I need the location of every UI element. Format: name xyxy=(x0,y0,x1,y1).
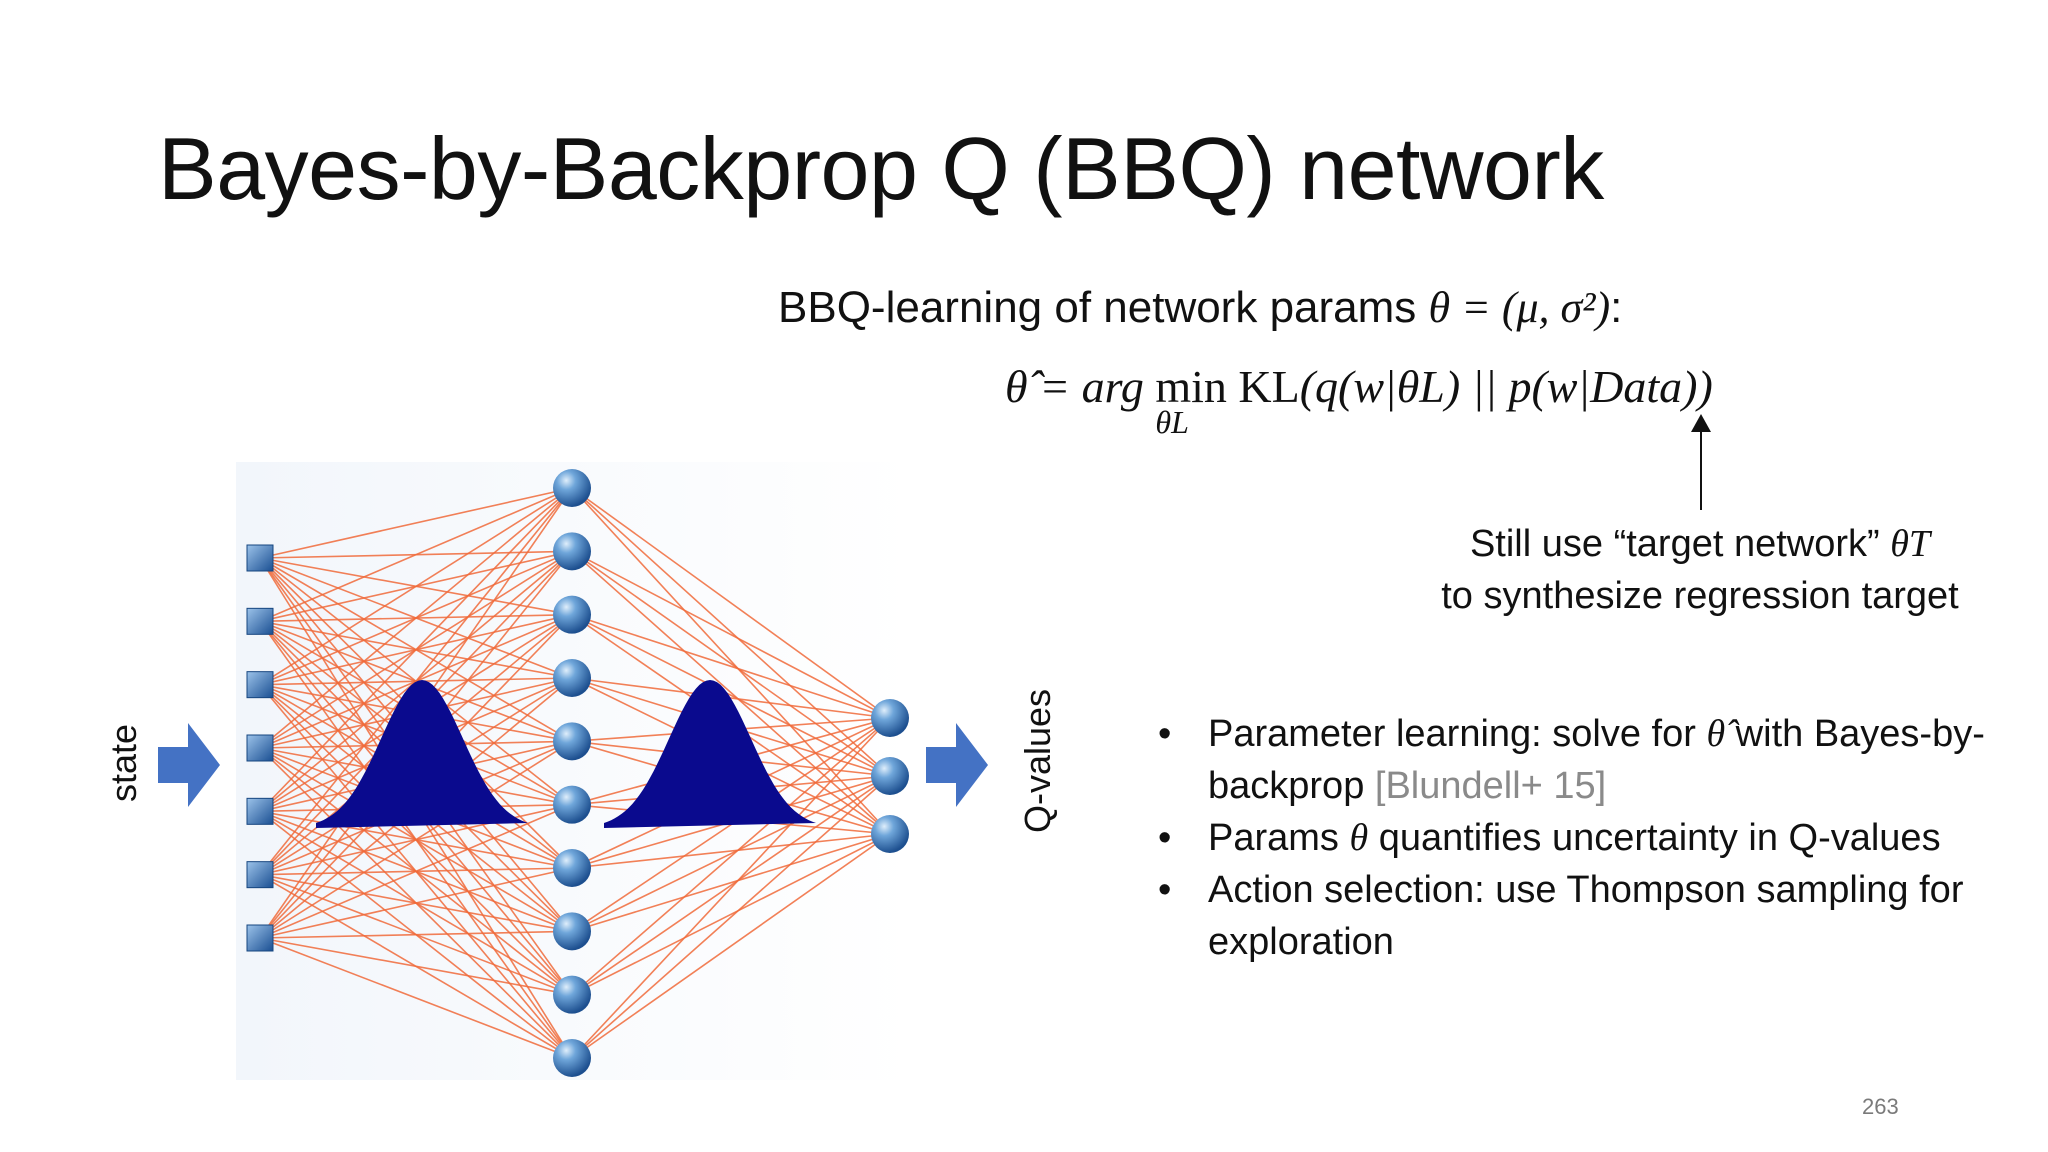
network-edge xyxy=(259,937,573,1059)
network-edge xyxy=(571,487,891,835)
network-edge xyxy=(259,740,573,939)
hidden-node-icon xyxy=(553,595,591,634)
input-arrow-icon xyxy=(158,723,220,807)
input-node-icon xyxy=(246,797,274,825)
network-edge xyxy=(571,677,891,719)
hidden-node-icon xyxy=(553,975,591,1014)
target-network-note: Still use “target network” θT to synthes… xyxy=(1420,518,1980,622)
network-edge xyxy=(571,487,891,719)
input-node-icon xyxy=(246,671,274,699)
equation-rhs: (q(w|θL) || p(w|Data)) xyxy=(1299,361,1713,412)
q-values-label: Q-values xyxy=(1017,688,1058,833)
state-label: state xyxy=(103,723,144,803)
network-edge xyxy=(259,867,573,939)
network-edge xyxy=(571,487,891,777)
network-edge xyxy=(571,833,891,933)
network-edge xyxy=(571,717,891,996)
network-edge xyxy=(259,487,573,812)
output-arrow-icon xyxy=(926,723,988,807)
equation-min-op: min xyxy=(1155,361,1227,412)
bullet-item: Parameter learning: solve for θ̂ with Ba… xyxy=(1158,708,2018,812)
gaussian-distribution-icon xyxy=(316,680,528,828)
note-line-1-text: Still use “target network” xyxy=(1469,523,1891,565)
input-node-icon xyxy=(246,861,274,889)
hidden-node-icon xyxy=(553,912,591,951)
hidden-node-icon xyxy=(553,469,591,507)
input-node-icon xyxy=(246,924,274,952)
bullet-item: Params θ quantifies uncertainty in Q-val… xyxy=(1158,812,2018,864)
bullet-list: Parameter learning: solve for θ̂ with Ba… xyxy=(1158,708,2018,968)
network-edge xyxy=(259,487,573,559)
input-node-icon xyxy=(246,607,274,635)
network-nodes xyxy=(246,469,909,1077)
network-edge xyxy=(571,775,891,1059)
hidden-node-icon xyxy=(553,849,591,887)
bullet-math: θ xyxy=(1349,817,1369,859)
neural-network-diagram xyxy=(158,462,988,1080)
flow-arrows xyxy=(158,723,988,807)
hidden-node-icon xyxy=(553,659,591,697)
equation-min-sub: θL xyxy=(1155,404,1189,440)
input-node-icon xyxy=(246,544,274,572)
output-node-icon xyxy=(871,699,909,737)
citation: [Blundell+ 15] xyxy=(1374,765,1607,807)
network-edge xyxy=(571,613,891,777)
equation-lhs: θ̂ = arg xyxy=(1005,361,1144,412)
network-edge xyxy=(571,833,891,869)
output-node-icon xyxy=(871,757,909,795)
bullet-text: Params xyxy=(1208,817,1350,859)
hidden-node-icon xyxy=(553,722,591,761)
network-edge xyxy=(571,717,891,1059)
input-node-icon xyxy=(246,734,274,762)
network-edge xyxy=(571,550,891,719)
network-edge xyxy=(259,803,573,939)
hidden-node-icon xyxy=(553,1039,591,1077)
params-heading-text: BBQ-learning of network params xyxy=(778,283,1429,332)
params-heading: BBQ-learning of network params θ = (μ, σ… xyxy=(778,282,1622,333)
bullet-text: Parameter learning: solve for xyxy=(1208,713,1707,755)
network-edge xyxy=(259,487,573,876)
params-heading-math: θ = (μ, σ²) xyxy=(1428,283,1611,332)
bullet-text: Action selection: use Thompson sampling … xyxy=(1208,869,1964,963)
bullet-text: quantifies uncertainty in Q-values xyxy=(1368,817,1941,859)
note-line-2: to synthesize regression target xyxy=(1441,575,1959,617)
network-edge xyxy=(571,775,891,996)
page-number: 263 xyxy=(1862,1094,1899,1119)
network-edge xyxy=(571,833,891,996)
network-edge xyxy=(259,930,573,939)
network-edge xyxy=(571,550,891,777)
params-heading-suffix: : xyxy=(1610,283,1623,332)
note-line-1-math: θT xyxy=(1890,523,1931,565)
network-edge xyxy=(571,833,891,1059)
network-edge xyxy=(259,937,573,996)
hidden-node-icon xyxy=(553,785,591,824)
network-edge xyxy=(259,487,573,749)
gaussian-distribution-icon xyxy=(604,680,816,828)
network-edge xyxy=(571,613,891,719)
hidden-node-icon xyxy=(553,532,591,571)
network-edge xyxy=(259,487,573,686)
bullet-item: Action selection: use Thompson sampling … xyxy=(1158,864,2018,968)
slide-title: Bayes-by-Backprop Q (BBQ) network xyxy=(158,119,1604,218)
network-edge xyxy=(571,550,891,835)
network-edge xyxy=(571,775,891,933)
equation-kl: KL xyxy=(1238,361,1300,412)
bullet-math: θ̂ xyxy=(1706,713,1726,755)
weight-distributions xyxy=(316,680,816,828)
output-node-icon xyxy=(871,815,909,853)
up-arrow-icon xyxy=(1691,414,1711,510)
note-line-1: Still use “target network” θT xyxy=(1420,518,1980,570)
bullet-text: with Bayes-by-backprop xyxy=(1208,713,1985,807)
network-edge xyxy=(259,487,573,623)
